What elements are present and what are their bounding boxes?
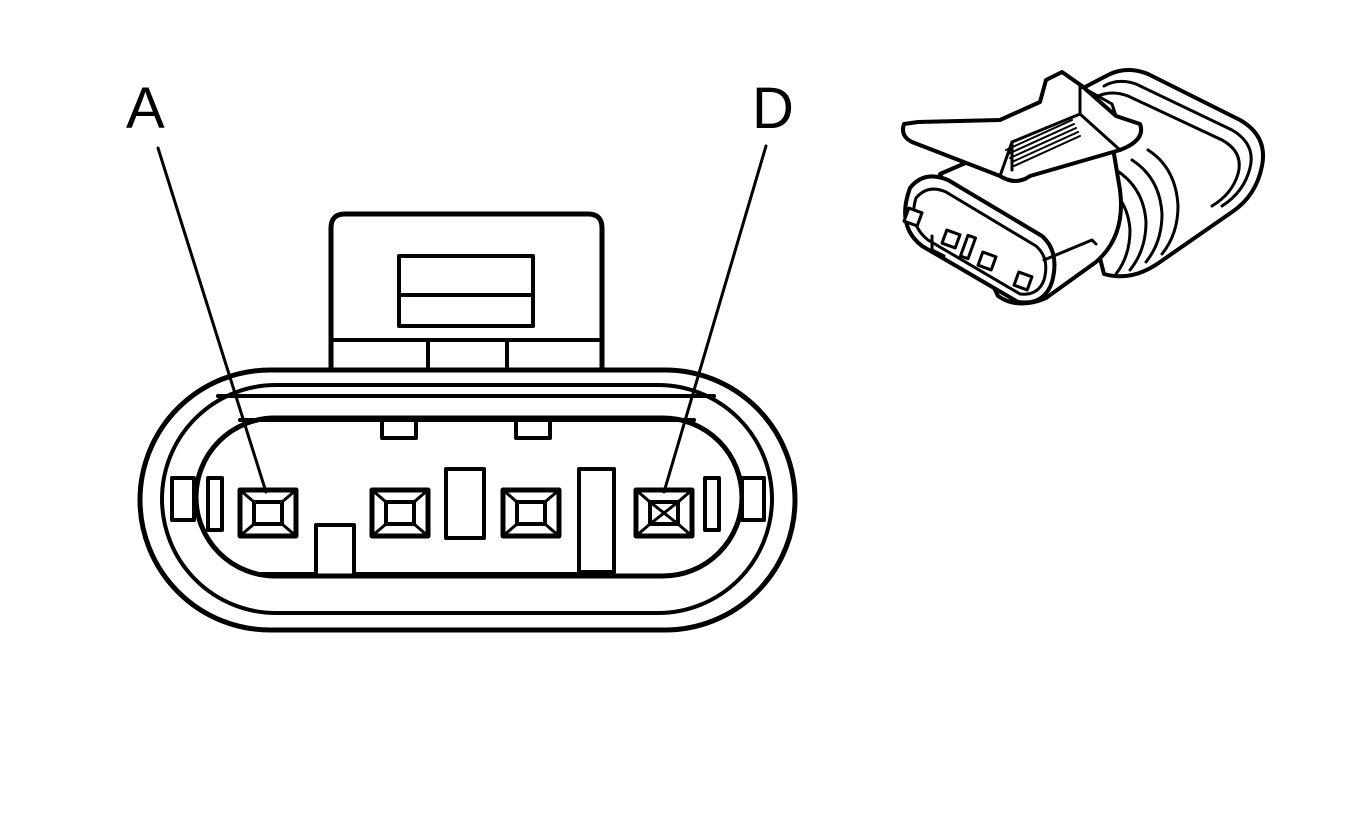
leader-line-a xyxy=(156,146,268,494)
connector-isometric-view xyxy=(901,68,1265,306)
pin-labels: A D xyxy=(126,76,794,494)
lock-slot-inner-right xyxy=(703,476,721,532)
latch-window xyxy=(397,254,535,328)
pin-d-cross-mark xyxy=(648,500,680,526)
polarization-rib-right xyxy=(577,467,616,574)
pin-cavity-a xyxy=(237,487,299,539)
lock-slot-outer-left xyxy=(170,476,196,522)
lock-slot-outer-right xyxy=(740,476,766,522)
pin-cavity-c xyxy=(500,487,562,539)
leader-line-d xyxy=(662,144,768,494)
lock-slot-inner-left xyxy=(206,476,224,532)
polarization-rib-left xyxy=(444,467,486,540)
isometric-front-face xyxy=(903,174,1057,305)
pin-cavity-b xyxy=(369,487,431,539)
pin-label-d: D xyxy=(752,76,794,141)
latch-tab xyxy=(328,211,605,374)
pin-label-a: A xyxy=(126,76,165,141)
pin-cavity-d xyxy=(633,487,695,539)
connector-face-view xyxy=(137,211,798,633)
